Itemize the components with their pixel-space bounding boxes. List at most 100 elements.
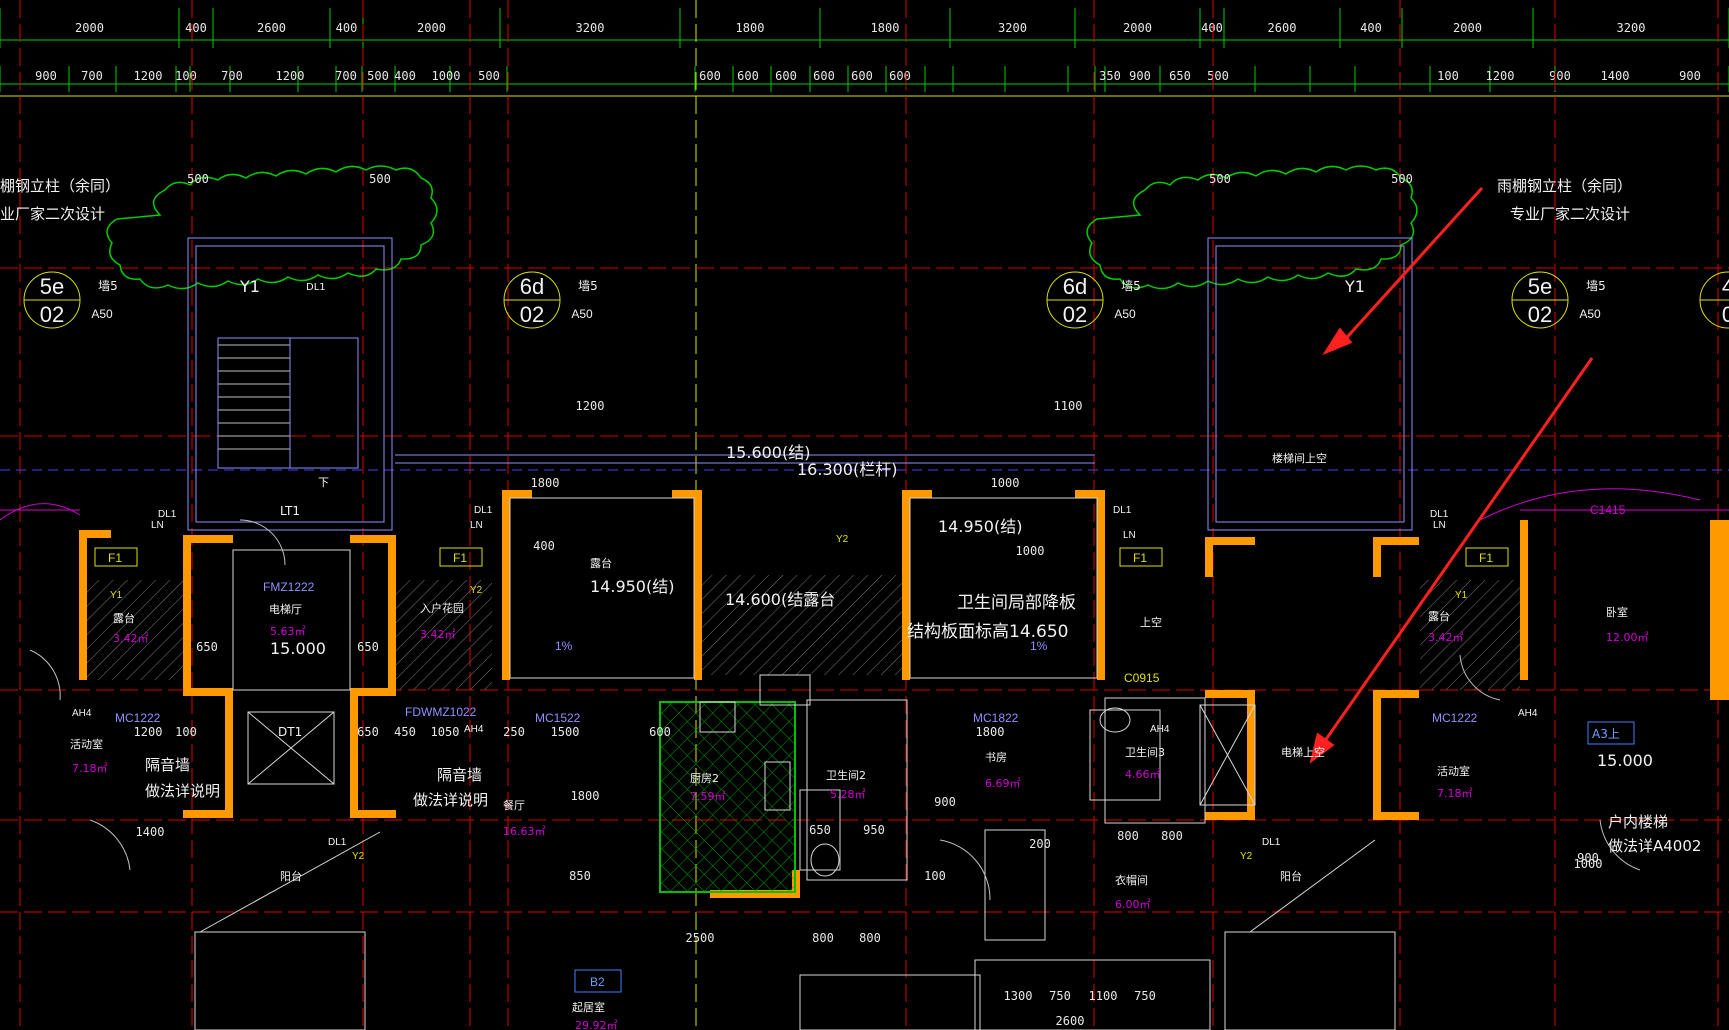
small-dimension-label: 950 — [863, 823, 885, 837]
tag-y2-bottom-right: Y2 — [1240, 851, 1253, 862]
tag-ah4-3: AH4 — [1150, 724, 1170, 735]
small-dimension-label: 900 — [1577, 851, 1599, 865]
dimension-label: 2000 — [1123, 21, 1152, 35]
small-dimension-label: 1400 — [136, 825, 165, 839]
note-stair-1: 户内楼梯 — [1608, 813, 1668, 831]
dimension-label: 1200 — [1486, 69, 1515, 83]
room-activity-right: 活动室 — [1437, 764, 1470, 778]
small-dimension-label: 1500 — [551, 725, 580, 739]
dimension-label: 350 — [1099, 69, 1121, 83]
small-dimension-label: 2600 — [1056, 1014, 1085, 1028]
small-dimension-label: 800 — [859, 931, 881, 945]
dimension-label: 1000 — [432, 69, 461, 83]
tag-ln-3: LN — [1123, 530, 1136, 541]
axis-bubble-note2: A50 — [571, 307, 593, 321]
dimension-label: 2600 — [257, 21, 286, 35]
small-dimension-label: 1100 — [1054, 399, 1083, 413]
room-terrace-center: 露台 — [590, 556, 612, 570]
element-tags: F1 F1 F1 F1 B2 A3上 MC1222 MC1222 MC1522 … — [72, 503, 1635, 993]
small-dimension-label: 100 — [175, 725, 197, 739]
tag-c1415: C1415 — [1590, 503, 1626, 517]
axis-bubble-note: 墙5 — [1121, 279, 1141, 293]
axis-bubble-note: 墙5 — [98, 279, 118, 293]
dimension-label: 500 — [367, 69, 389, 83]
axis-bubble-note2: A50 — [1114, 307, 1136, 321]
canopy-cloud-left — [106, 165, 438, 290]
room-elevator: DT1 — [278, 725, 302, 739]
column-tag-left: Y1 — [239, 277, 260, 296]
room-cloak-area: 6.00㎡ — [1115, 898, 1151, 911]
small-dimension-label: 1000 — [1016, 544, 1045, 558]
tag-b2: B2 — [590, 975, 605, 989]
dimension-label: 2000 — [1453, 21, 1482, 35]
dimension-label: 100 — [175, 69, 197, 83]
small-dimension-label: 2500 — [686, 931, 715, 945]
level-14600: 14.600(结露台 — [725, 590, 835, 609]
dimension-label: 600 — [889, 69, 911, 83]
small-dimension-label: 1800 — [976, 725, 1005, 739]
tag-y1-left: Y1 — [110, 590, 123, 601]
tag-ah4-2: AH4 — [464, 724, 484, 735]
room-kitchen: 厨房2 — [690, 772, 719, 785]
dimension-label: 1800 — [736, 21, 765, 35]
room-balcony-right: 阳台 — [1280, 869, 1302, 883]
level-14950-right: 14.950(结) — [938, 517, 1022, 536]
tag-y2-left: Y2 — [470, 585, 483, 596]
tag-slope-2: 1% — [1030, 639, 1048, 653]
axis-bubble-note2: A50 — [1579, 307, 1601, 321]
tag-f1-3: F1 — [1133, 551, 1147, 565]
tag-slope-1: 1% — [555, 639, 573, 653]
room-lobby-area: 5.63㎡ — [270, 625, 306, 638]
room-toilet2-area: 5.28㎡ — [830, 788, 866, 801]
interior-lines — [194, 497, 1396, 1030]
level-15000-right: 15.000 — [1597, 751, 1653, 770]
room-void: 上空 — [1140, 615, 1162, 629]
small-dimension-label: 800 — [812, 931, 834, 945]
notes: 卫生间局部降板 结构板面标高14.650 隔音墙 做法详说明 隔音墙 做法详说明… — [145, 593, 1701, 855]
tag-dl1-3: DL1 — [1113, 505, 1132, 516]
small-dimension-label: 1800 — [531, 476, 560, 490]
tag-f1-2: F1 — [453, 551, 467, 565]
note-toilet-drop-1: 卫生间局部降板 — [957, 593, 1076, 613]
tag-dl1-6: DL1 — [1262, 837, 1281, 848]
stair-treads — [217, 337, 359, 469]
canopy-frames — [187, 237, 1413, 531]
small-dimension-label: 250 — [503, 725, 525, 739]
room-living: 起居室 — [572, 1000, 605, 1014]
tag-dl1-2: DL1 — [474, 505, 493, 516]
walls — [79, 490, 1729, 898]
room-study-area: 6.69㎡ — [985, 777, 1021, 790]
tag-dl1-4: DL1 — [1430, 509, 1449, 520]
room-void-stair: 楼梯间上空 — [1272, 451, 1327, 465]
tag-fmz1222: FMZ1222 — [263, 580, 315, 594]
room-toilet2: 卫生间2 — [826, 768, 866, 782]
tag-mc1522: MC1522 — [535, 711, 581, 725]
note-sound-wall-2: 做法详说明 — [145, 782, 220, 800]
offset-500-right-2: 500 — [1391, 172, 1413, 186]
offset-500-left-2: 500 — [369, 172, 391, 186]
dimension-label: 100 — [1437, 69, 1459, 83]
axis-bubble-bottom: 02 — [40, 302, 64, 327]
dimension-label: 500 — [478, 69, 500, 83]
small-dimension-label: 1800 — [571, 789, 600, 803]
dimension-label: 900 — [1679, 69, 1701, 83]
room-terrace-right-area: 3.42㎡ — [1428, 631, 1464, 644]
dimension-label: 1400 — [1601, 69, 1630, 83]
dimension-label: 1800 — [871, 21, 900, 35]
canopy-note-right-1: 雨棚钢立柱（余同） — [1497, 177, 1632, 195]
small-dimension-label: 200 — [1029, 837, 1051, 851]
small-dimension-label: 650 — [809, 823, 831, 837]
tag-mc1222-right: MC1222 — [1432, 711, 1478, 725]
small-dimension-label: 450 — [394, 725, 416, 739]
offset-500-left: 500 — [187, 172, 209, 186]
tag-ah4-4: AH4 — [1518, 708, 1538, 719]
room-garden: 入户花园 — [420, 601, 464, 615]
tag-y2-center: Y2 — [836, 534, 849, 545]
hatched-areas — [87, 575, 1520, 893]
